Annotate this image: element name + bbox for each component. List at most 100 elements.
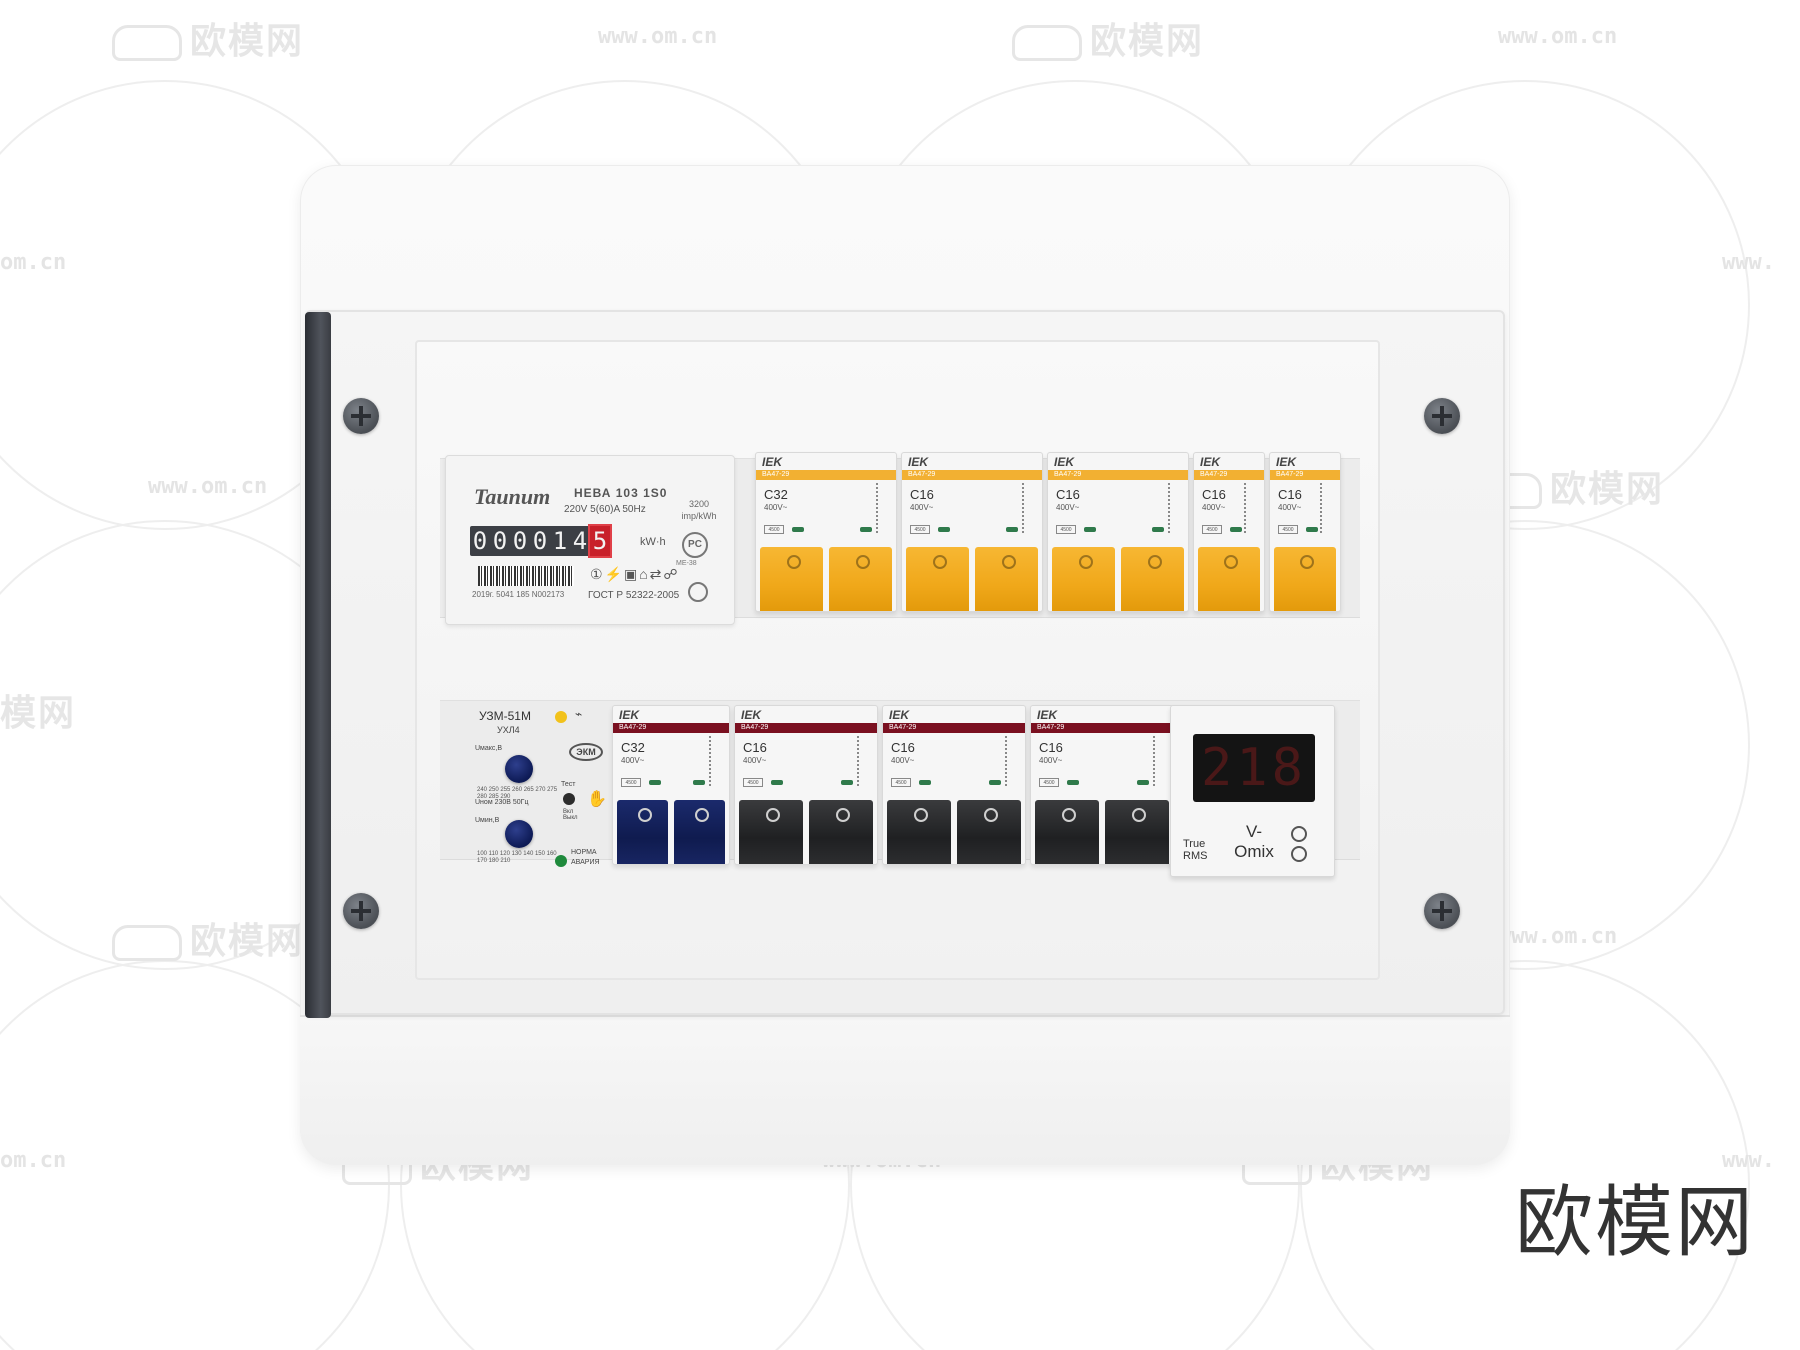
watermark-url-fragment: www. xyxy=(1722,250,1775,275)
breaker-voltage: 400V~ xyxy=(910,503,934,512)
breaker-toggle-lever[interactable] xyxy=(1121,547,1184,611)
breaker-brand: IEK xyxy=(908,455,929,469)
watermark-site-text: 欧模网 xyxy=(190,921,305,962)
voltage-relay: УЗМ-51М УХЛ4 ⌁ ЭКМ Uмакс,В 240 250 255 2… xyxy=(465,695,610,875)
relay-title: УЗМ-51М xyxy=(479,709,531,723)
breaker-rating: C16 xyxy=(1039,740,1063,755)
breaker-capacity: 4500 xyxy=(1039,778,1059,787)
breaker-toggle-lever[interactable] xyxy=(674,800,725,864)
circuit-schema-icon xyxy=(857,736,871,786)
breaker-capacity: 4500 xyxy=(743,778,763,787)
watermark-url-fragment: www. xyxy=(1722,1148,1775,1173)
breaker-brand: IEK xyxy=(1037,708,1058,722)
breaker-series-band: BA47-29 xyxy=(613,723,729,733)
breaker-voltage: 400V~ xyxy=(743,756,767,765)
watermark-site-text: 欧模网 xyxy=(190,21,305,62)
breaker-voltage: 400V~ xyxy=(621,756,645,765)
breaker-toggle-lever[interactable] xyxy=(1274,547,1336,611)
breaker-series: BA47-29 xyxy=(1037,724,1065,731)
status-indicator xyxy=(1230,527,1242,532)
breaker-capacity: 4500 xyxy=(764,525,784,534)
certification-icon xyxy=(1291,826,1307,842)
breaker-rating: C16 xyxy=(1056,487,1080,502)
breaker-toggle-lever[interactable] xyxy=(739,800,803,864)
circuit-schema-icon xyxy=(1168,483,1182,533)
breaker-brand: IEK xyxy=(889,708,910,722)
circuit-schema-icon xyxy=(1320,483,1334,533)
circuit-schema-icon xyxy=(1022,483,1036,533)
test-button[interactable] xyxy=(563,793,575,805)
breaker-toggle-lever[interactable] xyxy=(617,800,668,864)
breaker-voltage: 400V~ xyxy=(1202,503,1226,512)
umin-knob[interactable] xyxy=(505,820,533,848)
watermark-url: www.om.cn xyxy=(1498,924,1618,949)
ekm-mark: ЭКМ xyxy=(569,743,603,761)
breaker-toggle-lever[interactable] xyxy=(1105,800,1169,864)
enclosure-base xyxy=(300,1015,1510,1165)
status-indicator xyxy=(693,780,705,785)
screw-icon xyxy=(343,893,379,929)
breaker-toggle-lever[interactable] xyxy=(887,800,951,864)
breaker-capacity: 4500 xyxy=(1278,525,1298,534)
voltmeter-brand: V- Omix xyxy=(1229,822,1279,862)
meter-symbols: ①⚡▣⌂⇄☍ xyxy=(590,566,680,582)
breaker-brand: IEK xyxy=(762,455,783,469)
breaker-rating: C16 xyxy=(891,740,915,755)
breaker-series: BA47-29 xyxy=(619,724,647,731)
breaker-voltage: 400V~ xyxy=(1039,756,1063,765)
relay-subtitle: УХЛ4 xyxy=(497,725,520,735)
status-indicator xyxy=(1067,780,1079,785)
breaker-toggle-lever[interactable] xyxy=(906,547,969,611)
watermark-site-name: 欧模网 xyxy=(112,912,304,964)
breaker-voltage: 400V~ xyxy=(1278,503,1302,512)
breaker-toggle-lever[interactable] xyxy=(957,800,1021,864)
meter-unit: kW·h xyxy=(640,536,666,548)
breaker-rating: C16 xyxy=(1278,487,1302,502)
watermark-site-name: 欧模网 xyxy=(1012,12,1204,64)
voltmeter-brand-line1: V- xyxy=(1245,822,1263,841)
watermark-url-fragment: om.cn xyxy=(0,1148,67,1173)
breaker-toggle-lever[interactable] xyxy=(1035,800,1099,864)
status-indicator xyxy=(860,527,872,532)
hand-icon: ✋ xyxy=(587,791,607,808)
breaker-voltage: 400V~ xyxy=(764,503,788,512)
breaker-rating: C16 xyxy=(910,487,934,502)
counter-digit: 0 xyxy=(512,527,528,555)
voltage-reading: 218 xyxy=(1201,738,1307,798)
watermark-site-text: 欧模网 xyxy=(1550,469,1665,510)
status-indicator xyxy=(841,780,853,785)
certification-code: ME-38 xyxy=(676,560,697,567)
breaker-series: BA47-29 xyxy=(1054,471,1082,478)
meter-serial: 2019г. 5041 185 N002173 xyxy=(472,590,565,599)
breaker-series-band: BA47-29 xyxy=(1270,470,1340,480)
true-rms-label: True RMS xyxy=(1183,838,1208,862)
breaker-capacity: 4500 xyxy=(1056,525,1076,534)
umax-knob[interactable] xyxy=(505,755,533,783)
breaker-series: BA47-29 xyxy=(741,724,769,731)
screw-icon xyxy=(343,398,379,434)
breaker-capacity: 4500 xyxy=(621,778,641,787)
breaker-series-band: BA47-29 xyxy=(883,723,1025,733)
status-indicator xyxy=(1306,527,1318,532)
status-indicator xyxy=(1152,527,1164,532)
breaker-toggle-lever[interactable] xyxy=(975,547,1038,611)
barcode xyxy=(478,566,574,586)
screw-icon xyxy=(1424,398,1460,434)
breaker-toggle-lever[interactable] xyxy=(1052,547,1115,611)
breaker-toggle-lever[interactable] xyxy=(809,800,873,864)
breaker-toggle-lever[interactable] xyxy=(1198,547,1260,611)
meter-impulse-rate: 3200 imp/kWh xyxy=(681,499,717,521)
counter-digit: 0 xyxy=(492,527,508,555)
watermark-url: www.om.cn xyxy=(598,24,718,49)
nominal-label: Uном 230В 50Гц xyxy=(475,799,529,806)
breaker-rating: C16 xyxy=(743,740,767,755)
breaker-toggle-lever[interactable] xyxy=(760,547,823,611)
breaker-brand: IEK xyxy=(619,708,640,722)
breaker-brand: IEK xyxy=(1054,455,1075,469)
breaker-series-band: BA47-29 xyxy=(1194,470,1264,480)
breaker-toggle-lever[interactable] xyxy=(829,547,892,611)
